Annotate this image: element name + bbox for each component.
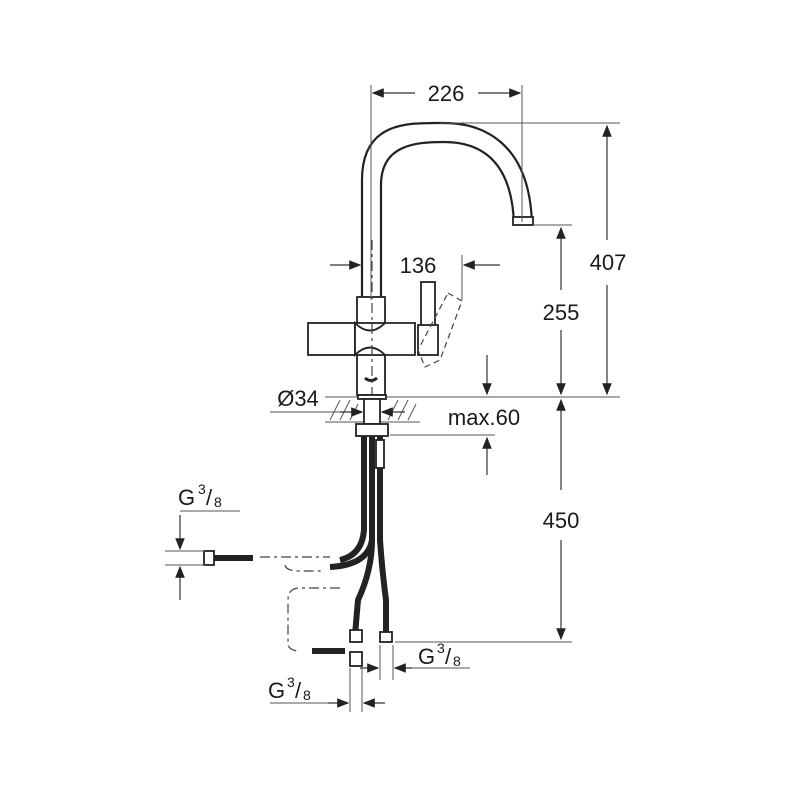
label-right-inlet-g: G [418, 644, 435, 669]
label-left-inlet-g: G [268, 678, 285, 703]
dim-outlet-height: 255 [533, 224, 580, 396]
dim-deck-thickness: max.60 [390, 355, 520, 475]
fraction-slash: / [206, 485, 213, 510]
supply-hoses [260, 436, 393, 667]
lever-handle [417, 281, 463, 368]
dim-overall-height: 407 [440, 122, 627, 396]
dim-hole-diameter: Ø34 [270, 386, 405, 417]
fraction-denominator: 8 [303, 687, 311, 703]
label-226: 226 [428, 81, 465, 106]
dim-lever-offset: 136 [330, 253, 500, 300]
label-450: 450 [543, 508, 580, 533]
label-407: 407 [590, 250, 627, 275]
fraction-numerator: 3 [437, 640, 445, 656]
fraction-slash: / [295, 678, 302, 703]
label-max-60: max.60 [448, 405, 520, 430]
fraction-numerator: 3 [287, 674, 295, 690]
label-255: 255 [543, 300, 580, 325]
label-diameter-34: Ø34 [277, 386, 319, 411]
fraction-slash: / [445, 644, 452, 669]
dim-side-outlet-thread: G 3 / 8 [165, 481, 240, 600]
faucet-body [307, 296, 416, 396]
dim-left-inlet-thread: G 3 / 8 [268, 668, 385, 712]
label-136: 136 [400, 253, 437, 278]
dim-spout-reach: 226 [370, 81, 523, 300]
side-outlet-fitting [203, 550, 253, 566]
fraction-numerator: 3 [198, 481, 206, 497]
fraction-denominator: 8 [214, 494, 222, 510]
label-side-outlet-g: G [178, 485, 195, 510]
dim-right-inlet-thread: G 3 / 8 [360, 640, 470, 680]
deck-section [325, 394, 620, 437]
fraction-denominator: 8 [453, 653, 461, 669]
faucet-spout [360, 121, 534, 300]
dim-hose-length: 450 [395, 398, 580, 643]
